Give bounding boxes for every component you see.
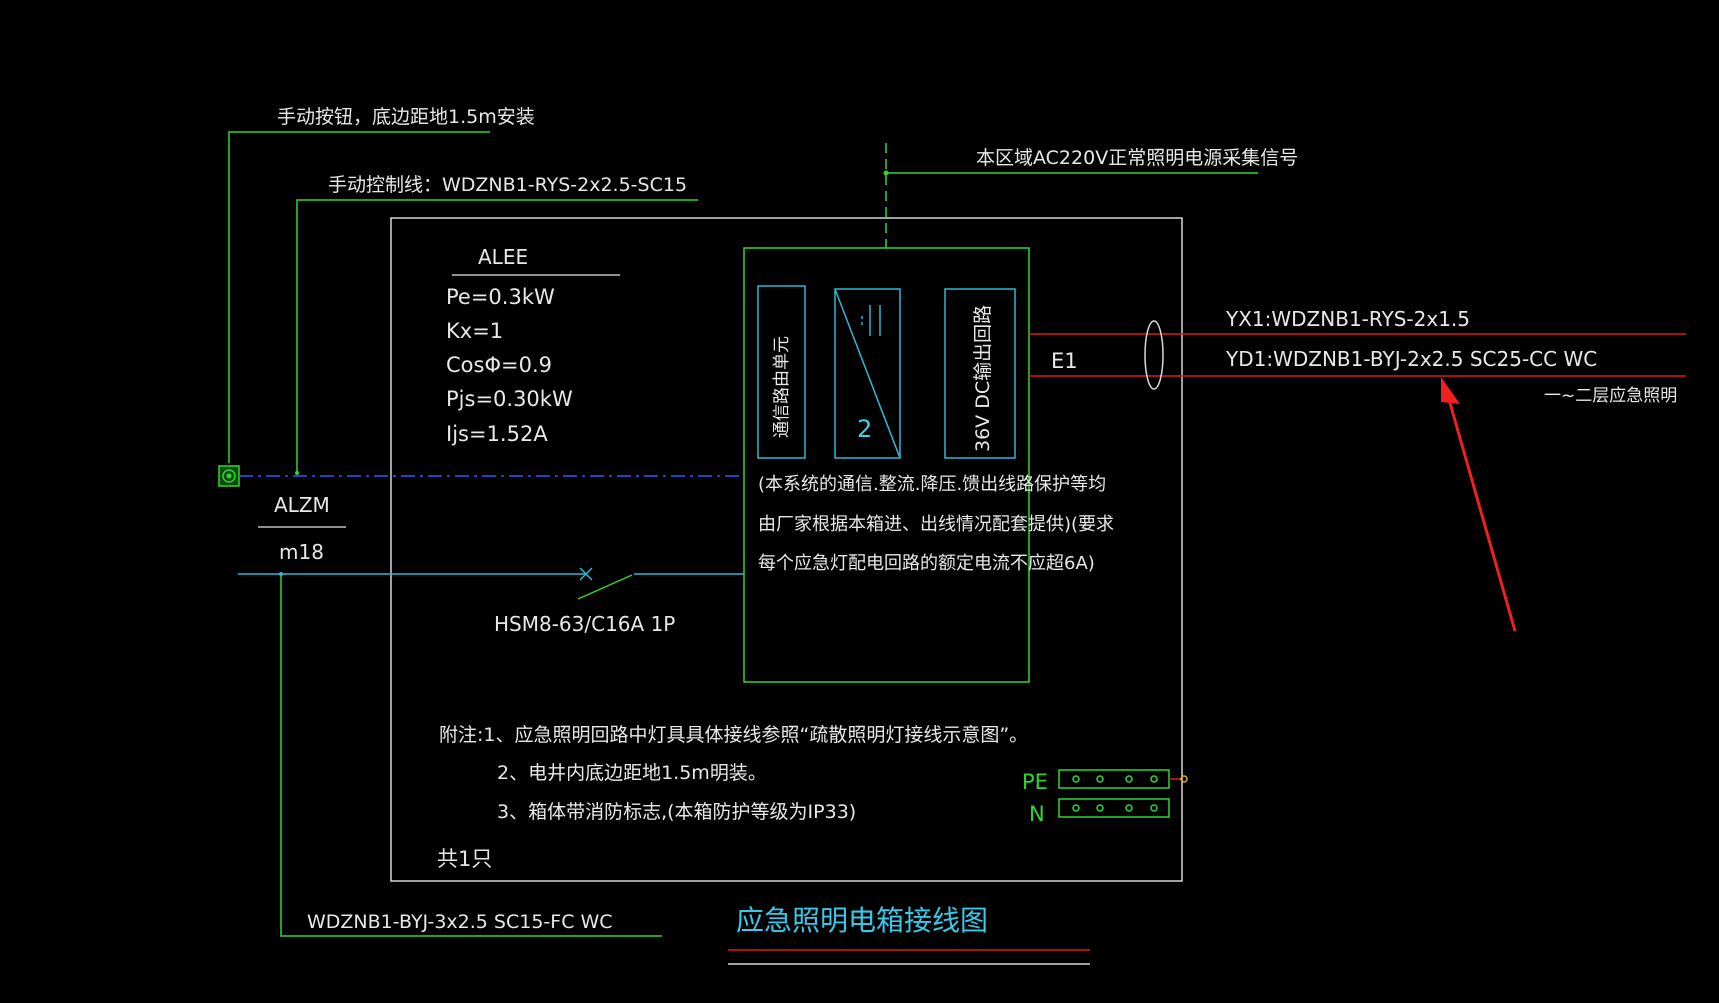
source-name: ALZM bbox=[274, 493, 330, 517]
signal-source-label: 本区域AC220V正常照明电源采集信号 bbox=[976, 147, 1298, 169]
manual-button-label: 手动按钮，底边距地1.5m安装 bbox=[277, 106, 535, 128]
source-circuit: m18 bbox=[279, 540, 324, 564]
outgoing-lines bbox=[1029, 333, 1686, 377]
outgoing-line-2: YD1:WDZNB1-BYJ-2x2.5 SC25-CC WC bbox=[1225, 347, 1597, 371]
param-pjs: Pjs=0.30kW bbox=[446, 387, 573, 411]
pe-terminal-bar bbox=[1058, 769, 1170, 789]
param-pe: Pe=0.3kW bbox=[446, 285, 555, 309]
comm-routing-unit bbox=[757, 285, 806, 459]
n-label: N bbox=[1029, 802, 1045, 826]
incoming-junction-dot bbox=[279, 572, 283, 576]
comm-routing-unit-label: 通信路由单元 bbox=[772, 336, 792, 438]
module-note-line-2: 由厂家根据本箱进、出线情况配套提供)(要求 bbox=[758, 514, 1114, 535]
incoming-cable-label: WDZNB1-BYJ-3x2.5 SC15-FC WC bbox=[307, 911, 613, 933]
note-line-2: 2、电井内底边距地1.5m明装。 bbox=[497, 762, 767, 784]
param-ijs: Ijs=1.52A bbox=[446, 422, 548, 446]
manual-button-callout bbox=[228, 131, 698, 473]
quantity-label: 共1只 bbox=[437, 847, 492, 871]
manual-button-icon bbox=[218, 465, 240, 487]
dc-output-unit bbox=[944, 288, 1016, 459]
outgoing-line-1: YX1:WDZNB1-RYS-2x1.5 bbox=[1225, 307, 1470, 331]
module-note-line-1: (本系统的通信.整流.降压.馈出线路保护等均 bbox=[758, 474, 1106, 495]
pe-label: PE bbox=[1022, 770, 1048, 794]
emergency-module-box bbox=[743, 247, 1030, 683]
annotation-arrow bbox=[1441, 377, 1517, 632]
module-note-line-3: 每个应急灯配电回路的额定电流不应超6A) bbox=[758, 553, 1095, 574]
outgoing-circuit-label: E1 bbox=[1051, 349, 1078, 373]
dc-output-unit-label: 36V DC输出回路 bbox=[972, 305, 994, 452]
notes: 附注:1、应急照明回路中灯具具体接线参照“疏散照明灯接线示意图”。 2、电井内底… bbox=[439, 724, 1028, 823]
control-junction-dot bbox=[295, 471, 299, 475]
converter-unit bbox=[834, 288, 901, 459]
breaker-label: HSM8-63/C16A 1P bbox=[494, 612, 675, 636]
incoming-feeder bbox=[238, 567, 744, 581]
param-cos: CosΦ=0.9 bbox=[446, 353, 552, 377]
outgoing-destination: 一~二层应急照明 bbox=[1544, 386, 1677, 406]
panel-name: ALEE bbox=[478, 245, 528, 269]
breaker-contact bbox=[577, 574, 633, 600]
incoming-cable-leader bbox=[280, 574, 662, 937]
note-line-1: 附注:1、应急照明回路中灯具具体接线参照“疏散照明灯接线示意图”。 bbox=[439, 724, 1028, 746]
n-terminal-bar bbox=[1058, 798, 1170, 818]
cable-bundle-marker bbox=[1144, 320, 1164, 390]
module-note: (本系统的通信.整流.降压.馈出线路保护等均 由厂家根据本箱进、出线情况配套提供… bbox=[758, 474, 1114, 574]
distribution-box-outline bbox=[390, 217, 1183, 882]
drawing-title: 应急照明电箱接线图 bbox=[736, 904, 988, 937]
panel-params: Pe=0.3kW Kx=1 CosΦ=0.9 Pjs=0.30kW Ijs=1.… bbox=[446, 285, 573, 446]
manual-control-line-label: 手动控制线：WDZNB1-RYS-2x2.5-SC15 bbox=[328, 174, 687, 196]
param-kx: Kx=1 bbox=[446, 319, 503, 343]
pe-ground-point bbox=[1180, 775, 1188, 783]
note-line-3: 3、箱体带消防标志,(本箱防护等级为IP33) bbox=[497, 801, 856, 823]
converter-symbol: 2 bbox=[857, 415, 872, 443]
